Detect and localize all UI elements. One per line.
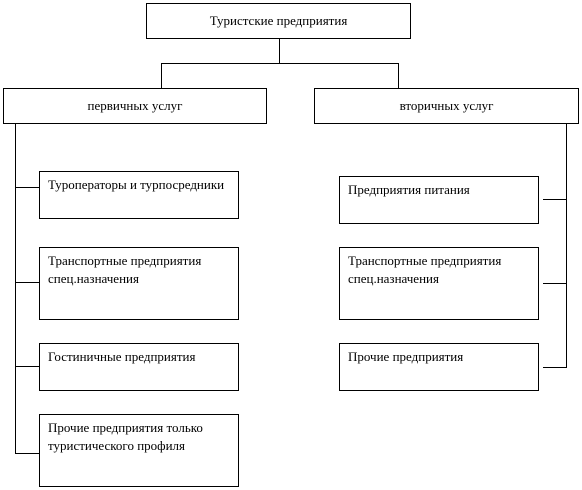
right-tick-3	[543, 367, 567, 368]
secondary-item-2-label: Транспортные предприятия спец.назначения	[348, 253, 502, 286]
branch-primary-node: первичных услуг	[3, 88, 267, 124]
right-tick-1	[543, 199, 567, 200]
right-branch-down-connector	[398, 63, 399, 88]
root-node: Туристские предприятия	[146, 3, 411, 39]
branch-primary-label: первичных услуг	[87, 98, 183, 113]
branch-horizontal-connector	[161, 63, 399, 64]
right-spine	[566, 124, 567, 368]
left-spine	[15, 124, 16, 454]
primary-item-4-label: Прочие предприятия только туристического…	[48, 420, 203, 453]
root-down-connector	[279, 38, 280, 64]
primary-item-3: Гостиничные предприятия	[39, 343, 239, 391]
secondary-item-3: Прочие предприятия	[339, 343, 539, 391]
left-tick-4	[15, 453, 39, 454]
primary-item-1: Туроператоры и турпосредники	[39, 171, 239, 219]
branch-secondary-node: вторичных услуг	[314, 88, 579, 124]
left-tick-1	[15, 187, 39, 188]
root-label: Туристские предприятия	[209, 13, 348, 28]
primary-item-3-label: Гостиничные предприятия	[48, 349, 196, 364]
right-tick-2	[543, 283, 567, 284]
primary-item-2: Транспортные предприятия спец.назначения	[39, 247, 239, 320]
primary-item-4: Прочие предприятия только туристического…	[39, 414, 239, 487]
left-branch-down-connector	[161, 63, 162, 88]
secondary-item-2: Транспортные предприятия спец.назначения	[339, 247, 539, 320]
secondary-item-1: Предприятия питания	[339, 176, 539, 224]
branch-secondary-label: вторичных услуг	[399, 98, 494, 113]
secondary-item-1-label: Предприятия питания	[348, 182, 470, 197]
secondary-item-3-label: Прочие предприятия	[348, 349, 464, 364]
primary-item-2-label: Транспортные предприятия спец.назначения	[48, 253, 202, 286]
left-tick-3	[15, 366, 39, 367]
primary-item-1-label: Туроператоры и турпосредники	[48, 177, 225, 192]
left-tick-2	[15, 282, 39, 283]
